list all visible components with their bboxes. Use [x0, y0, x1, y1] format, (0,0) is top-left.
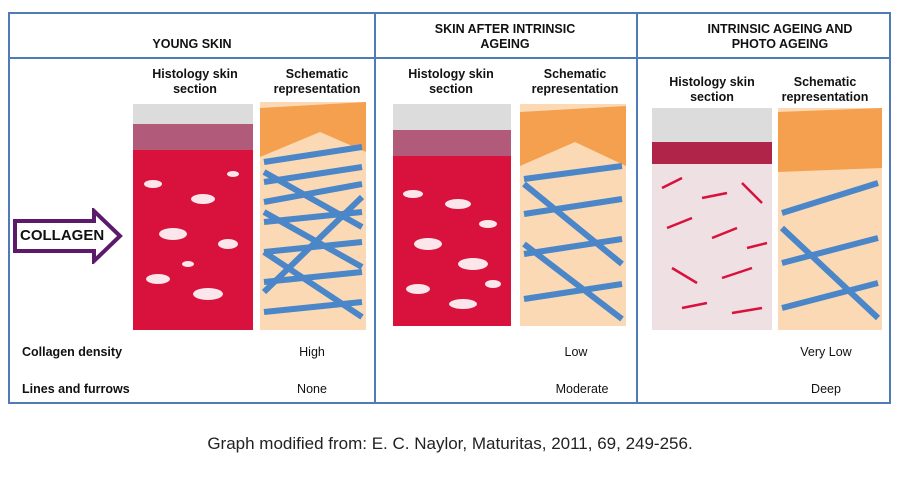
- schematic-label: Schematic representation: [531, 67, 619, 96]
- collagen-arrow-icon: [13, 208, 123, 264]
- schematic-label: Schematic representation: [273, 67, 361, 96]
- histology-image-intrinsic: [393, 104, 511, 326]
- histology-label: Histology skin section: [408, 67, 494, 96]
- collagen-arrow-label: COLLAGEN: [20, 227, 105, 244]
- schematic-photo: [778, 108, 882, 330]
- source-caption: Graph modified from: E. C. Naylor, Matur…: [207, 434, 693, 453]
- schematic-young: [260, 102, 366, 330]
- column-title-photo: INTRINSIC AGEING AND PHOTO AGEING: [707, 22, 853, 51]
- row-label-density: Collagen density: [22, 345, 123, 359]
- schematic-intrinsic: [520, 104, 626, 326]
- column-divider: [374, 12, 376, 404]
- density-value-intrinsic: Low: [564, 345, 588, 359]
- histology-label: Histology skin section: [152, 67, 238, 96]
- lines-value-photo: Deep: [811, 382, 841, 396]
- histology-image-photo: [652, 108, 772, 330]
- column-title-intrinsic: SKIN AFTER INTRINSIC AGEING: [434, 22, 576, 51]
- lines-value-young: None: [297, 382, 327, 396]
- histology-image-young: [133, 104, 253, 330]
- column-title-young: YOUNG SKIN: [152, 37, 232, 51]
- density-value-young: High: [299, 345, 325, 359]
- column-divider: [636, 12, 638, 404]
- header-divider: [8, 57, 891, 59]
- figure-frame: [8, 12, 891, 404]
- histology-label: Histology skin section: [669, 75, 755, 104]
- density-value-photo: Very Low: [800, 345, 852, 359]
- lines-value-intrinsic: Moderate: [555, 382, 609, 396]
- row-label-lines: Lines and furrows: [22, 382, 130, 396]
- schematic-label: Schematic representation: [781, 75, 869, 104]
